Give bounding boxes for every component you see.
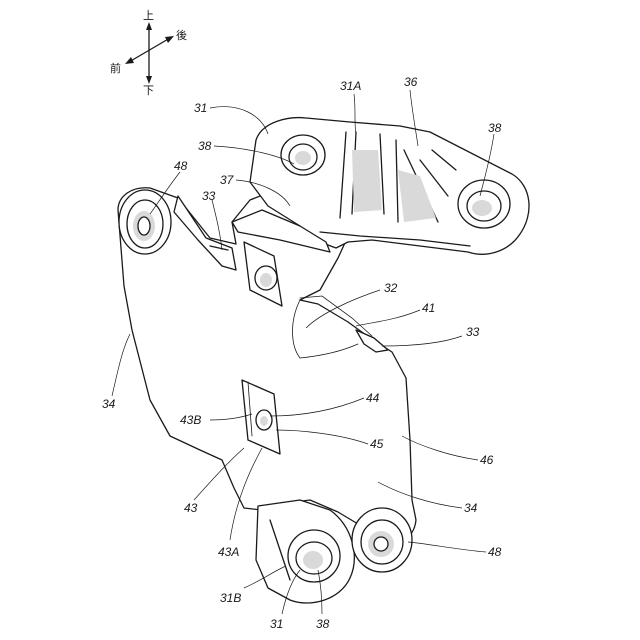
label-41: 41 [422, 301, 435, 315]
label-33-right: 33 [466, 325, 480, 339]
label-45: 45 [370, 437, 384, 451]
lower-arm [256, 500, 354, 603]
direction-up: 上 [143, 9, 154, 22]
label-34-left: 34 [102, 397, 116, 411]
label-34-right: 34 [464, 501, 478, 515]
label-37: 37 [220, 173, 235, 187]
nut-lower-right [352, 508, 412, 572]
direction-down: 下 [143, 84, 154, 97]
label-31-top: 31 [194, 101, 207, 115]
upper-arm [232, 118, 529, 255]
label-43A: 43A [218, 545, 239, 559]
label-44: 44 [366, 391, 380, 405]
label-48-right: 48 [488, 545, 502, 559]
direction-back: 後 [176, 28, 187, 42]
label-46: 46 [480, 453, 494, 467]
label-31B: 31B [220, 591, 241, 605]
label-38-left: 38 [198, 139, 212, 153]
direction-front: 前 [110, 61, 121, 75]
nut-upper-left [119, 190, 171, 254]
label-38-bottom: 38 [316, 617, 330, 631]
label-38-right: 38 [488, 121, 502, 135]
label-43B: 43B [180, 413, 201, 427]
label-31-bottom: 31 [270, 617, 283, 631]
label-43: 43 [184, 501, 198, 515]
label-33-left: 33 [202, 189, 216, 203]
label-32: 32 [384, 281, 398, 295]
label-48-left: 48 [174, 159, 188, 173]
label-36: 36 [404, 75, 418, 89]
label-31A: 31A [340, 79, 361, 93]
direction-indicator: 上 後 前 下 [110, 9, 187, 97]
